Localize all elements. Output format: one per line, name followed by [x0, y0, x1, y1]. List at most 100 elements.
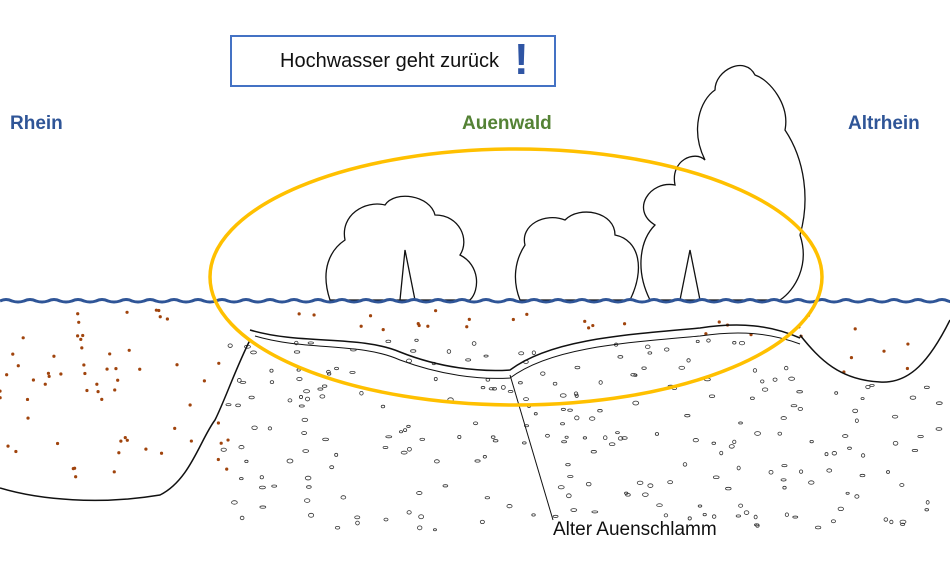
pebble — [482, 455, 487, 459]
pebble — [225, 403, 232, 407]
sediment-dot — [216, 421, 221, 425]
pebble — [735, 514, 742, 518]
pebble — [780, 416, 787, 421]
pebble — [900, 522, 906, 526]
pebble — [414, 338, 419, 342]
pebble — [259, 505, 267, 509]
pebble — [768, 469, 774, 475]
pebble — [924, 508, 929, 512]
pebble — [560, 407, 566, 411]
sediment-dot — [511, 317, 515, 322]
pebble — [471, 341, 477, 346]
sediment-dot — [82, 363, 86, 367]
pebble — [442, 484, 449, 488]
pebble — [830, 519, 836, 524]
pebble — [854, 418, 859, 423]
pebble — [911, 449, 919, 452]
pebble — [533, 412, 538, 416]
bush-left — [325, 195, 478, 301]
label-alter-auenschlamm: Alter Auenschlamm — [553, 519, 717, 540]
pebble — [302, 449, 310, 453]
pebble — [761, 387, 769, 392]
pebble — [682, 462, 688, 467]
pebble — [589, 416, 596, 421]
pebble — [608, 442, 616, 447]
sediment-dot — [16, 364, 20, 368]
pebble — [574, 415, 580, 421]
sediment-dot — [525, 312, 529, 316]
pebble — [889, 519, 894, 525]
pebble — [385, 339, 392, 344]
pebble — [692, 438, 699, 443]
sediment-dot — [591, 323, 595, 328]
pebble — [399, 430, 404, 434]
pebble — [738, 340, 746, 346]
pebble — [686, 358, 691, 363]
pebble — [259, 485, 266, 490]
pebble — [738, 503, 744, 508]
sediment-dot — [77, 320, 81, 324]
sediment-dot — [159, 451, 164, 455]
sediment-dot — [417, 323, 421, 328]
sediment-dot — [14, 449, 18, 454]
pebble — [301, 417, 309, 423]
pebble — [380, 404, 386, 409]
pebble — [732, 439, 737, 445]
pebble — [488, 387, 495, 391]
pebble — [479, 519, 485, 525]
pebble — [792, 515, 799, 519]
pebble — [269, 380, 275, 385]
pebble — [725, 486, 732, 491]
pebble — [899, 483, 905, 487]
pebble — [630, 373, 637, 377]
pebble — [711, 514, 717, 519]
pebble — [719, 450, 724, 456]
pebble — [925, 500, 930, 505]
pebble — [238, 445, 245, 450]
pebble — [632, 400, 640, 406]
pebble — [697, 504, 703, 508]
pebble — [656, 503, 663, 508]
pebble — [382, 445, 389, 449]
pebble — [299, 395, 304, 400]
sediment-dot — [717, 320, 721, 324]
pebble — [788, 376, 795, 381]
pebble — [859, 473, 866, 478]
pebble — [383, 517, 389, 522]
pebble — [235, 403, 241, 408]
pebble — [797, 406, 803, 411]
sediment-dot — [165, 317, 169, 321]
sediment-dot — [158, 315, 162, 319]
pebble — [239, 477, 244, 481]
sediment-dot — [359, 324, 363, 328]
sediment-dot — [188, 403, 192, 407]
sediment-dot — [52, 354, 56, 358]
pebble — [728, 444, 735, 449]
sediment-dot — [217, 361, 221, 365]
pebble — [446, 349, 452, 354]
pebble — [570, 508, 578, 512]
gravel-pebbles — [220, 338, 943, 532]
sediment-dot — [154, 308, 158, 312]
pebble — [236, 378, 242, 383]
sediment-dot — [0, 389, 2, 393]
pebble — [433, 376, 438, 382]
pebble — [355, 520, 360, 526]
sediment-dot — [175, 363, 179, 367]
sediment-dot — [144, 447, 148, 451]
pebble — [518, 351, 525, 356]
pebble — [641, 366, 647, 370]
pebble — [891, 414, 899, 419]
pebble — [269, 368, 274, 373]
pebble — [796, 390, 803, 394]
pebble — [259, 475, 264, 480]
pebble — [303, 389, 310, 394]
sediment-dot — [59, 372, 63, 376]
pebble — [777, 431, 783, 436]
pebble — [732, 341, 737, 345]
pebble — [531, 350, 536, 356]
pebble — [837, 506, 844, 512]
sediment-dot — [882, 349, 886, 353]
pebble — [552, 514, 559, 518]
pebble — [301, 431, 308, 435]
